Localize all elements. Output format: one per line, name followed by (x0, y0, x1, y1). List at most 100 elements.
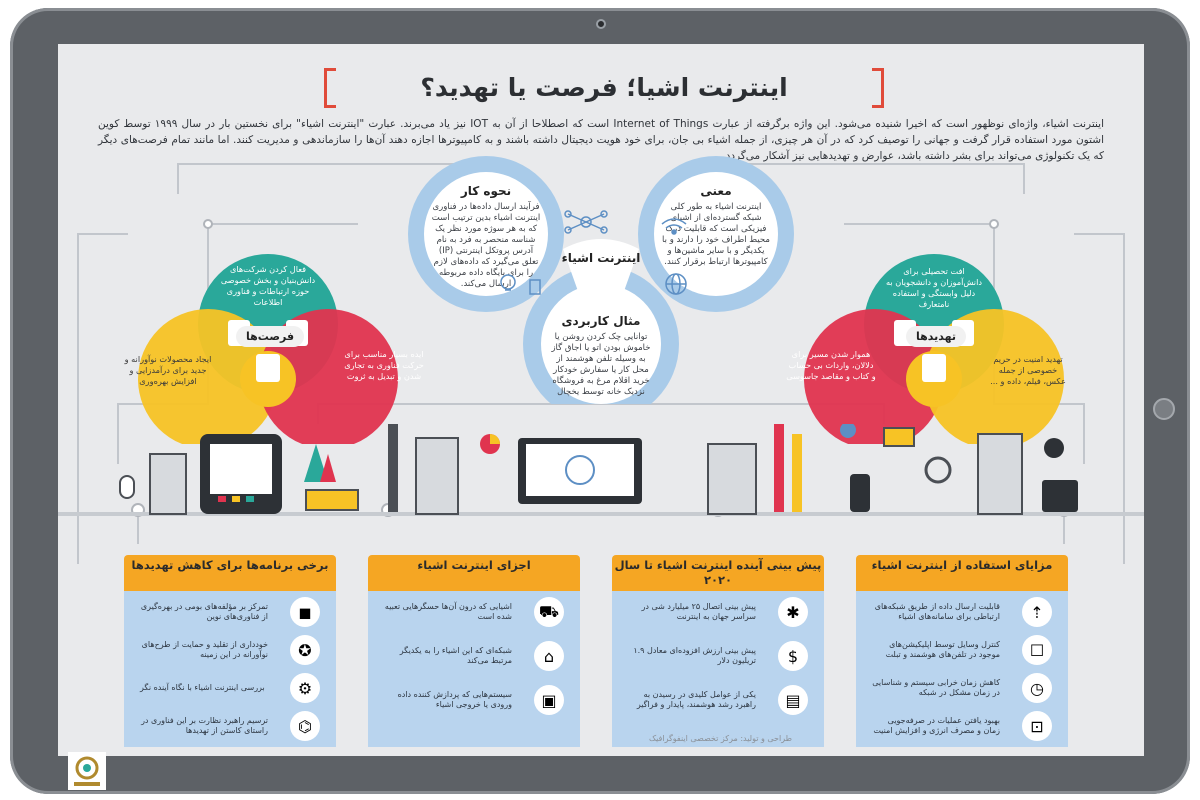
bulb-icon (500, 274, 516, 291)
page-title: اینترنت اشیا؛ فرصت یا تهدید؟ (420, 73, 788, 102)
bubble-how-text: فرآیند ارسال داده‌ها در فناوری اینترنت ا… (431, 202, 541, 289)
opportunity-red-text: ایده بسیار مناسب برای حرکت فناوری به تجا… (344, 349, 424, 381)
card-threat-reduction: برخی برنامه‌ها برای کاهش تهدیدها تمرکز ب… (124, 555, 336, 747)
location-pin-icon (840, 424, 856, 438)
camera-icon (596, 19, 606, 29)
card-body: اشیایی که درون آن‌ها حسگرهایی تعبیه شده … (368, 591, 580, 747)
card-body: پیش بینی اتصال ۲۵ میلیارد شی در سراسر جه… (612, 591, 824, 747)
money-icon: $ (778, 641, 808, 671)
smartphone-icon (200, 434, 282, 514)
building-icon (415, 437, 459, 515)
concept-icons (500, 210, 687, 295)
phone-icon: ☐ (1022, 635, 1052, 665)
list-item-text: سیستم‌هایی که پردازش کننده داده ورودی یا… (397, 690, 512, 709)
building-icon (149, 453, 187, 515)
card-title: برخی برنامه‌ها برای کاهش تهدیدها (124, 555, 336, 591)
opportunity-yellow-text: ایجاد محصولات نوآورانه و جدید برای درآمد… (124, 354, 212, 386)
monitor-icon (518, 438, 642, 504)
concept-bubbles (408, 156, 794, 404)
list-item-text: خودداری از تقلید و حمایت از طرح‌های نوآو… (141, 640, 268, 659)
threats-label: تهدیدها (906, 326, 966, 347)
infographic-screen: اینترنت اشیا؛ فرصت یا تهدید؟ اینترنت اشی… (58, 44, 1144, 756)
opportunity-teal-text: فعال کردن شرکت‌های دانش‌بنیان و بخش خصوص… (220, 264, 316, 307)
bubble-example-title: مثال کاربردی (561, 314, 641, 328)
usb-icon: ⇡ (1022, 597, 1052, 627)
list-item: تمرکز بر مؤلفه‌های بومی در بهره‌گیری از … (132, 595, 328, 629)
car-sensor-icon: ⛟ (534, 597, 564, 627)
list-item: بهبود یافتن عملیات در صرفه‌جویی زمان و م… (864, 709, 1060, 743)
traffic-light-icon (850, 474, 870, 512)
list-item-text: یکی از عوامل کلیدی در رسیدن به راهبرد رش… (636, 690, 756, 709)
list-item: پیش بینی ارزش افزوده‌ای معادل ۱.۹ تریلیو… (620, 639, 816, 673)
logo-icon (68, 752, 106, 790)
list-item-text: بهبود یافتن عملیات در صرفه‌جویی زمان و م… (873, 716, 1000, 735)
card-body: قابلیت ارسال داده از طریق شبکه‌های ارتبا… (856, 591, 1068, 747)
floppy-icon (1042, 480, 1078, 512)
list-item: کنترل وسایل توسط اپلیکیشن‌های موجود در ت… (864, 633, 1060, 667)
tablet-icon (529, 279, 541, 295)
clock-icon: ◷ (1022, 673, 1052, 703)
list-item: بررسی اینترنت اشیاء با نگاه آینده نگر ⚙ (132, 671, 328, 705)
list-item-text: شبکه‌ای که این اشیاء را به یکدیگر مرتبط … (399, 646, 512, 665)
bubble-example-text: توانایی چک کردن روشن یا خاموش بودن اتو ی… (551, 332, 651, 397)
router-icon: ⌂ (534, 641, 564, 671)
tree-icon (304, 444, 336, 482)
list-item: کاهش زمان خرابی سیستم و شناسایی در زمان … (864, 671, 1060, 705)
intro-paragraph: اینترنت اشیاء، واژه‌ای نوظهور است که اخی… (98, 118, 1105, 162)
list-item-text: بررسی اینترنت اشیاء با نگاه آینده نگر (140, 683, 265, 692)
opportunities-label: فرصت‌ها (236, 326, 305, 347)
list-item-text: قابلیت ارسال داده از طریق شبکه‌های ارتبا… (874, 602, 1000, 621)
list-item-text: تمرکز بر مؤلفه‌های بومی در بهره‌گیری از … (140, 602, 268, 621)
card-iot-components: اجزای اینترنت اشیاء اشیایی که درون آن‌ها… (368, 555, 580, 747)
list-item: شبکه‌ای که این اشیاء را به یکدیگر مرتبط … (376, 639, 572, 673)
network-icon: ⚙ (290, 673, 320, 703)
card-icon (305, 489, 359, 511)
list-item: سیستم‌هایی که پردازش کننده داده ورودی یا… (376, 683, 572, 717)
card-title: مزایای استفاده از اینترنت اشیاء (856, 555, 1068, 591)
wifi-icon (661, 218, 687, 235)
card-future-forecast: پیش بینی آینده اینترنت اشیاء تا سال ۲۰۲۰… (612, 555, 824, 747)
building-icon (707, 443, 757, 515)
list-item-text: پیش بینی اتصال ۲۵ میلیارد شی در سراسر جه… (641, 602, 756, 621)
magnifier-icon (924, 456, 952, 484)
globe-icon (665, 273, 687, 295)
list-item: اشیایی که درون آن‌ها حسگرهایی تعبیه شده … (376, 595, 572, 629)
center-label: اینترنت اشیاء (561, 251, 641, 265)
list-item: ترسیم راهبرد نظارت بر این فناوری در راست… (132, 709, 328, 743)
list-item-text: پیش بینی ارزش افزوده‌ای معادل ۱.۹ تریلیو… (633, 646, 756, 665)
home-button[interactable] (1153, 398, 1175, 420)
list-item-text: کاهش زمان خرابی سیستم و شناسایی در زمان … (872, 678, 1000, 697)
bubble-meaning-title: معنی (700, 184, 732, 198)
list-item-text: ترسیم راهبرد نظارت بر این فناوری در راست… (141, 716, 268, 735)
network-icon (564, 210, 608, 234)
pie-chart-icon (480, 434, 500, 454)
threat-teal-text: افت تحصیلی برای دانش‌آموزان و دانشجویان … (885, 266, 982, 309)
bubble-meaning-text: اینترنت اشیاء به طور کلی شبکه گسترده‌ای … (662, 202, 770, 267)
hub-icon: ✱ (778, 597, 808, 627)
building-icon (977, 433, 1023, 515)
list-item: خودداری از تقلید و حمایت از طرح‌های نوآو… (132, 633, 328, 667)
card-title: پیش بینی آینده اینترنت اشیاء تا سال ۲۰۲۰ (612, 555, 824, 591)
list-item-text: کنترل وسایل توسط اپلیکیشن‌های موجود در ت… (885, 640, 1000, 659)
iran-map-icon: ◼ (290, 597, 320, 627)
title-block: اینترنت اشیا؛ فرصت یا تهدید؟ (324, 68, 884, 108)
bubble-how-title: نحوه کار (460, 184, 512, 198)
list-item: پیش بینی اتصال ۲۵ میلیارد شی در سراسر جه… (620, 595, 816, 629)
chart-icon: ▤ (778, 685, 808, 715)
mail-icon (883, 427, 915, 447)
circuit-icon: ⌬ (290, 711, 320, 741)
list-item: قابلیت ارسال داده از طریق شبکه‌های ارتبا… (864, 595, 1060, 629)
badge-icon: ✪ (290, 635, 320, 665)
card-title: اجزای اینترنت اشیاء (368, 555, 580, 591)
card-body: تمرکز بر مؤلفه‌های بومی در بهره‌گیری از … (124, 591, 336, 747)
device-cityscape (58, 424, 1144, 516)
credit-text: طراحی و تولید: مرکز تخصصی اینفوگرافیک (648, 734, 792, 743)
clock-icon (1044, 438, 1064, 458)
pencil-icon (774, 424, 802, 512)
mouse-icon (119, 475, 135, 499)
title-bracket-right (872, 68, 884, 108)
threat-yellow-text: تهدید امنیت در حریم خصوصی از جمله عکس، ف… (990, 354, 1066, 386)
lock-icon: ⊡ (1022, 711, 1052, 741)
list-item-text: اشیایی که درون آن‌ها حسگرهایی تعبیه شده … (384, 602, 512, 621)
